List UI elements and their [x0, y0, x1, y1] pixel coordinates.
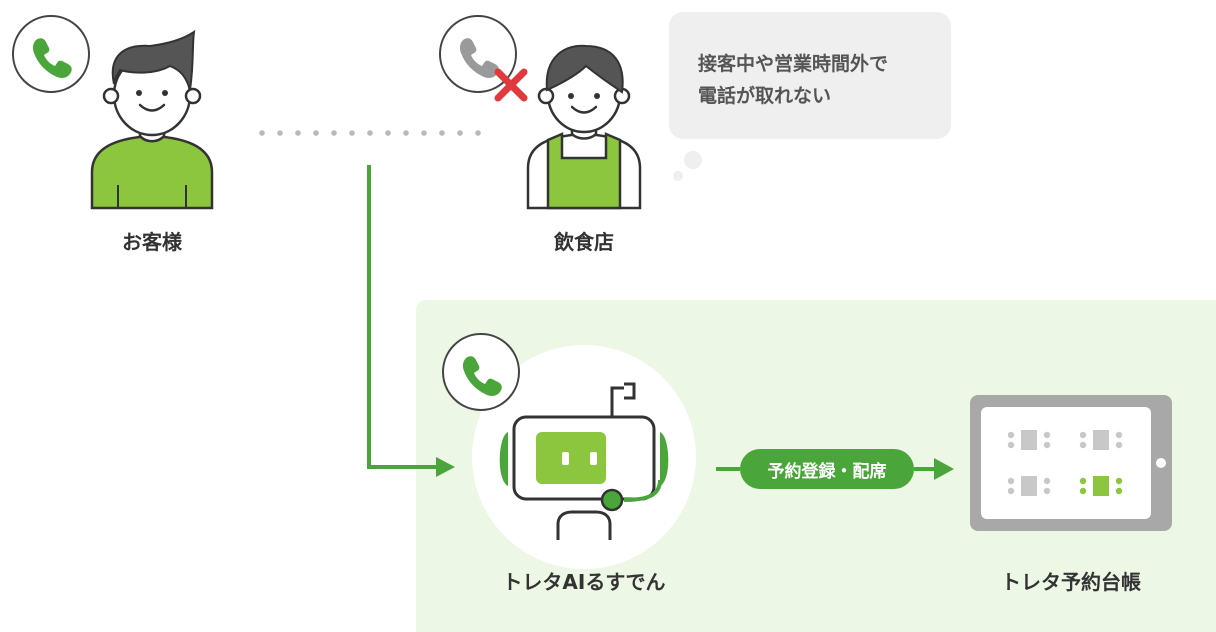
- dotted-connection: [259, 130, 481, 136]
- ledger-label: トレタ予約台帳: [1001, 570, 1141, 594]
- routing-arrow: [367, 165, 455, 477]
- tablet-icon: [970, 395, 1172, 531]
- phone-blocked-icon: [439, 15, 528, 102]
- phone-icon: [12, 15, 90, 93]
- customer-label: お客様: [122, 230, 182, 254]
- reservation-registration-pill: 予約登録・配席: [740, 449, 914, 489]
- arrow-icon: [716, 458, 954, 480]
- customer-figure: [90, 29, 214, 210]
- robot-icon: [499, 382, 669, 540]
- speech-bubble-line-2: 電話が取れない: [698, 85, 832, 107]
- speech-bubble-line-1: 接客中や営業時間外で: [698, 53, 889, 75]
- pill-label: 予約登録・配席: [767, 461, 887, 482]
- speech-bubble-text: 接客中や営業時間外で 電話が取れない: [698, 48, 888, 112]
- thought-dot-large: [684, 151, 702, 169]
- restaurant-staff-figure: [526, 44, 642, 210]
- restaurant-label: 飲食店: [554, 230, 614, 254]
- thought-dot-small: [673, 171, 683, 181]
- phone-icon: [442, 333, 520, 411]
- ai-service-label: トレタAIるすでん: [502, 570, 666, 594]
- speech-bubble: [669, 12, 951, 139]
